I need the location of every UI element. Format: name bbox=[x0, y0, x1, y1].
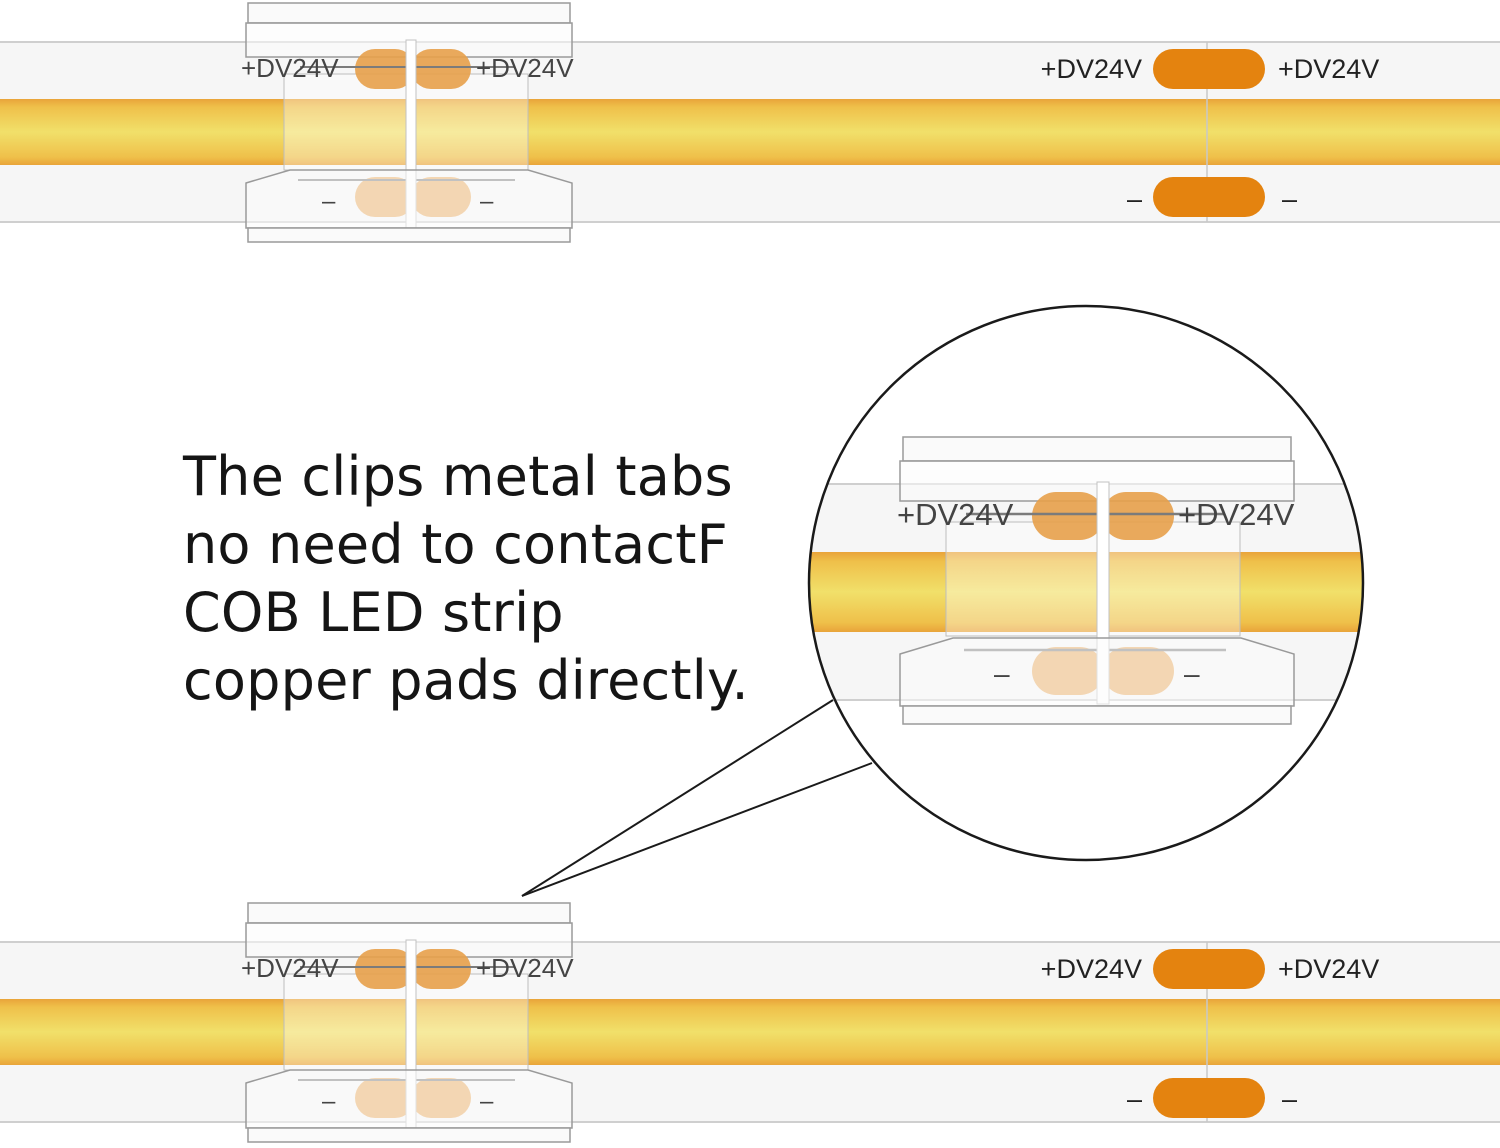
zoom-clip-lower-frame bbox=[899, 637, 1295, 707]
clip-neg-right: – bbox=[480, 188, 494, 215]
clip-top-rail bbox=[247, 2, 571, 24]
zoom-neg-right: – bbox=[1184, 658, 1200, 689]
magnified-view: +DV24V +DV24V – – bbox=[807, 304, 1365, 862]
clip-label-left: +DV24V bbox=[241, 53, 339, 83]
clip-bottom-rail bbox=[247, 227, 571, 243]
caption-text: The clips metal tabs no need to contactF… bbox=[183, 443, 803, 715]
clip-lower-frame bbox=[245, 169, 573, 229]
clip-top-rail bbox=[247, 902, 571, 924]
clip-label-right: +DV24V bbox=[476, 53, 574, 83]
pad-label-left: +DV24V bbox=[1041, 54, 1142, 84]
clip-label-left: +DV24V bbox=[241, 953, 339, 983]
zoom-pad-left-positive bbox=[1032, 492, 1104, 540]
pad-label-right: +DV24V bbox=[1278, 954, 1379, 984]
copper-pad-negative bbox=[1153, 1078, 1265, 1118]
zoom-label-left: +DV24V bbox=[897, 497, 1014, 532]
led-light-band bbox=[0, 99, 1500, 165]
zoom-clip-upper-frame bbox=[899, 460, 1295, 502]
caption-line-3: COB LED strip bbox=[183, 581, 564, 644]
clip-lower-frame bbox=[245, 1069, 573, 1129]
pad-label-left: +DV24V bbox=[1041, 954, 1142, 984]
copper-pad-positive bbox=[1153, 949, 1265, 989]
callout-line-upper bbox=[521, 699, 834, 897]
clip-pad-right-positive bbox=[411, 49, 471, 89]
clip-neg-left: – bbox=[322, 188, 336, 215]
led-light-band bbox=[0, 999, 1500, 1065]
caption-line-2: no need to contactF bbox=[183, 513, 728, 576]
zoom-clip-window bbox=[945, 521, 1241, 637]
zoom-pad-right-positive bbox=[1102, 492, 1174, 540]
clip-neg-left: – bbox=[322, 1088, 336, 1115]
connector-clip-bottom: +DV24V +DV24V – – bbox=[241, 902, 574, 1143]
copper-pad-positive bbox=[1153, 49, 1265, 89]
connector-clip-top: +DV24V +DV24V – – bbox=[241, 2, 574, 243]
zoom-led-band bbox=[809, 552, 1363, 632]
neg-label-right: – bbox=[1282, 184, 1297, 214]
clip-pad-left-positive bbox=[355, 949, 415, 989]
zoom-clip-top-rail bbox=[902, 436, 1292, 462]
zoom-clip-bottom-rail bbox=[902, 705, 1292, 725]
pad-label-right: +DV24V bbox=[1278, 54, 1379, 84]
led-strip-top: +DV24V +DV24V – – bbox=[0, 41, 1500, 223]
clip-pad-left-positive bbox=[355, 49, 415, 89]
led-strip-bottom: +DV24V +DV24V – – bbox=[0, 941, 1500, 1123]
zoom-neg-left: – bbox=[994, 658, 1010, 689]
caption-line-1: The clips metal tabs bbox=[183, 445, 733, 508]
clip-pad-right-positive bbox=[411, 949, 471, 989]
callout-line-lower bbox=[521, 762, 873, 897]
neg-label-left: – bbox=[1127, 1084, 1142, 1114]
neg-label-right: – bbox=[1282, 1084, 1297, 1114]
clip-bottom-rail bbox=[247, 1127, 571, 1143]
clip-label-right: +DV24V bbox=[476, 953, 574, 983]
clip-neg-right: – bbox=[480, 1088, 494, 1115]
zoom-label-right: +DV24V bbox=[1178, 497, 1295, 532]
copper-pad-negative bbox=[1153, 177, 1265, 217]
zoom-circle-outline bbox=[807, 304, 1365, 862]
caption-line-4: copper pads directly. bbox=[183, 649, 749, 712]
neg-label-left: – bbox=[1127, 184, 1142, 214]
